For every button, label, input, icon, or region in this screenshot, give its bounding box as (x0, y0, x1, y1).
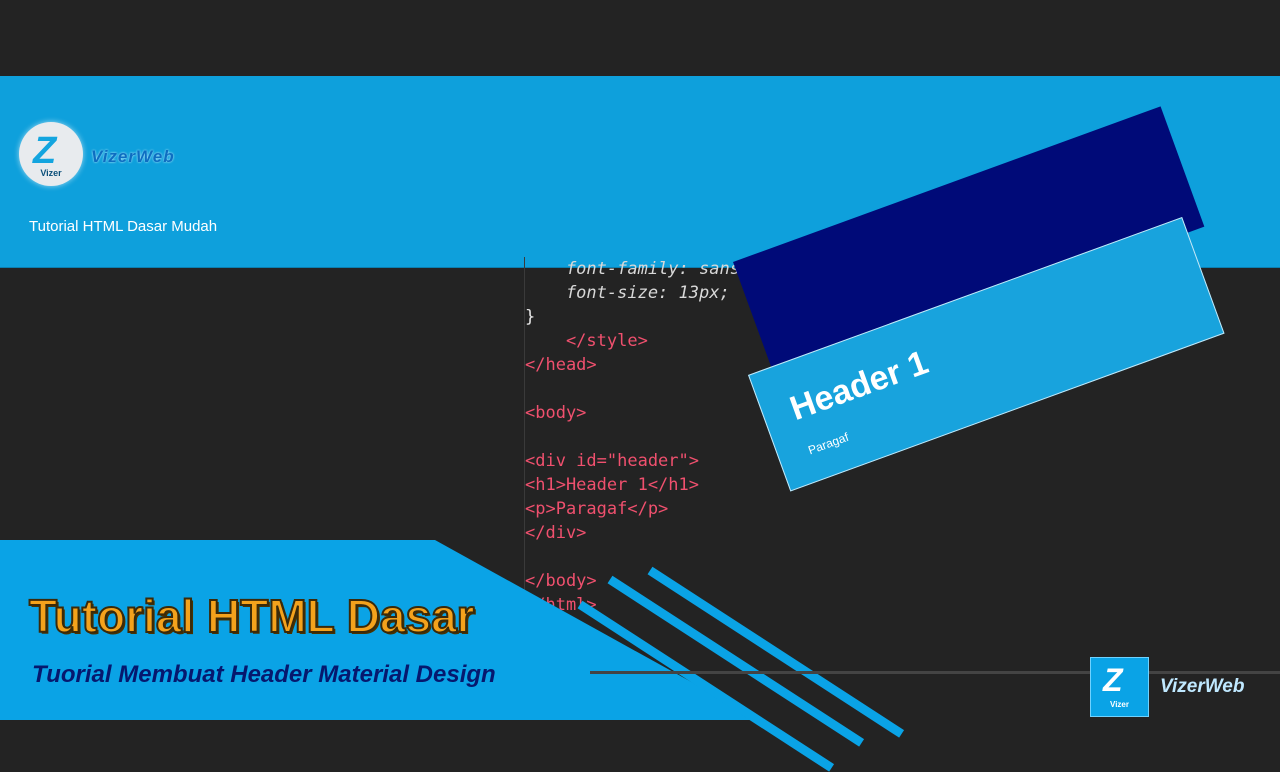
code-line: </html> (525, 595, 597, 615)
code-line: } (525, 307, 536, 327)
code-line: </body> (525, 571, 597, 591)
code-line (525, 545, 835, 569)
corner-brand-name: VizerWeb (1160, 676, 1245, 697)
code-line: </head> (525, 355, 597, 375)
video-title: Tutorial HTML Dasar (28, 589, 476, 643)
logo-mark: Z (33, 130, 57, 172)
brand-name: VizerWeb (91, 147, 175, 166)
footer-divider (590, 671, 1280, 674)
vizer-logo-icon: Z Vizer (19, 122, 83, 186)
code-line: <body> (525, 403, 587, 423)
code-line: </div> (525, 523, 587, 543)
corner-logo-mark: Z (1103, 662, 1123, 698)
vizer-corner-logo-icon: Z Vizer (1090, 657, 1149, 717)
demo-heading: Header 1 (785, 343, 934, 429)
corner-logo-sub: Vizer (1110, 700, 1129, 709)
code-line: </style> (525, 331, 648, 351)
code-editor: font-family: sans-serif; font-size: 13px… (524, 257, 835, 637)
code-line: <div id="header"> (525, 451, 699, 471)
demo-paragraph: Paragaf (806, 429, 851, 458)
code-line: font-size: 13px; (525, 283, 730, 303)
header-tagline: Tutorial HTML Dasar Mudah (29, 218, 218, 235)
code-line: <p>Paragaf</p> (525, 499, 669, 519)
code-line: <h1>Header 1</h1> (525, 475, 699, 495)
video-subtitle: Tuorial Membuat Header Material Design (32, 661, 496, 688)
logo-sub: Vizer (40, 168, 62, 178)
